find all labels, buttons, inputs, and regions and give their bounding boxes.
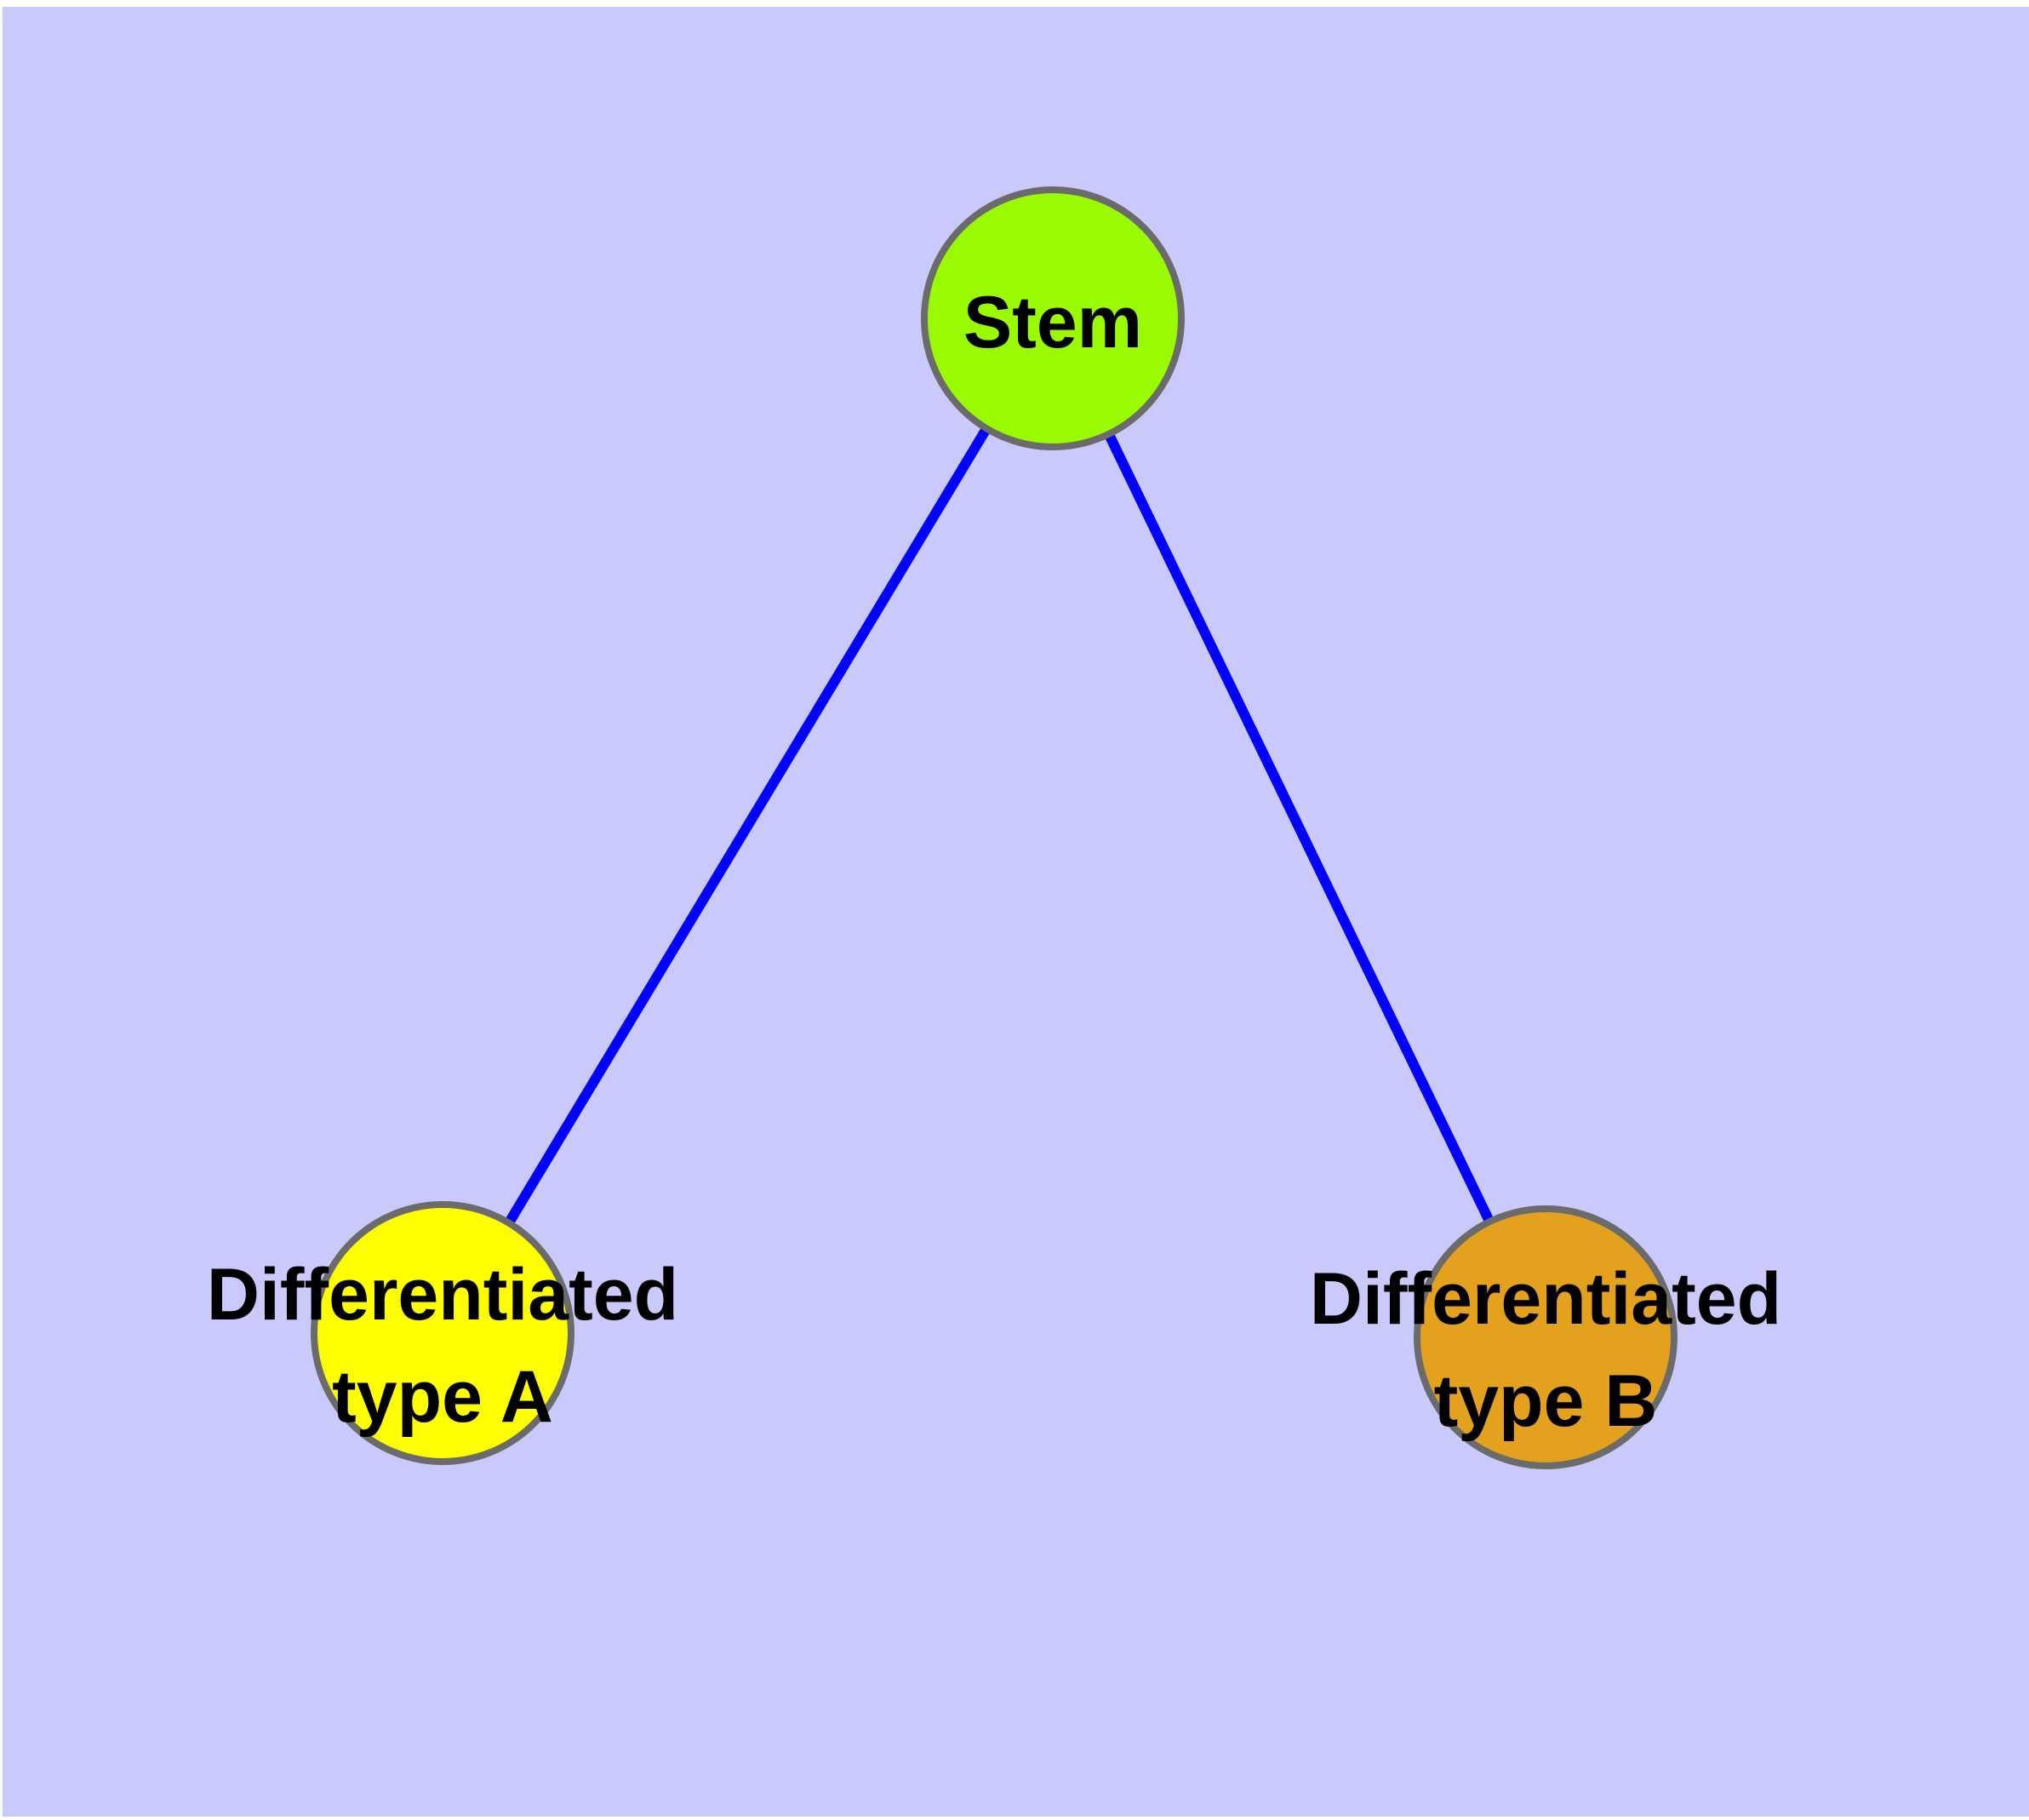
node-type-a-circle bbox=[311, 1201, 574, 1465]
node-stem-circle bbox=[921, 186, 1185, 450]
node-stem: Stem bbox=[921, 186, 1185, 450]
node-stem-label: Stem bbox=[963, 282, 1142, 363]
node-differentiated-type-b: Differentiated type B bbox=[1310, 1205, 1781, 1469]
node-type-b-label-line1: Differentiated bbox=[1310, 1258, 1781, 1340]
edge-stem-to-type-a bbox=[437, 315, 1058, 1336]
node-type-b-label-line2: type B bbox=[1434, 1360, 1658, 1442]
node-type-b-circle bbox=[1414, 1205, 1677, 1469]
node-type-a-label-line2: type A bbox=[332, 1356, 553, 1438]
node-differentiated-type-a: Differentiated type A bbox=[207, 1201, 678, 1465]
edge-stem-to-type-b bbox=[1048, 316, 1551, 1340]
node-type-a-label-line1: Differentiated bbox=[207, 1254, 678, 1336]
